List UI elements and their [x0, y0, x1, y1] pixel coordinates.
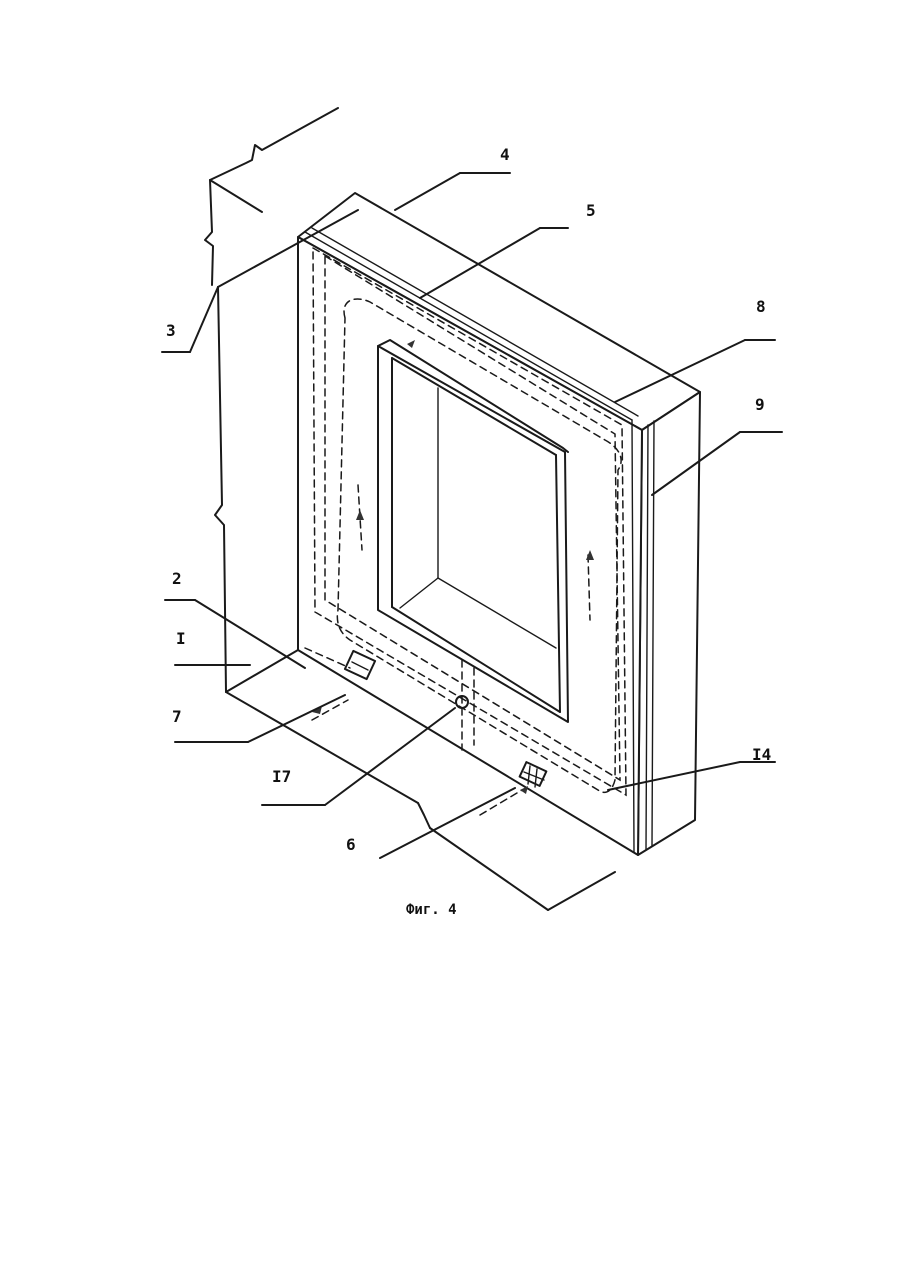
label-7: 7: [172, 707, 182, 726]
label-5: 5: [586, 201, 596, 220]
figure-caption: Фиг. 4: [406, 902, 457, 918]
label-9: 9: [755, 395, 765, 414]
label-3: 3: [166, 321, 176, 340]
label-1: I: [176, 629, 186, 648]
label-4: 4: [500, 145, 510, 164]
label-6: 6: [346, 835, 356, 854]
label-14: I4: [752, 745, 771, 764]
label-2: 2: [172, 569, 182, 588]
label-8: 8: [756, 297, 766, 316]
label-17: I7: [272, 767, 291, 786]
